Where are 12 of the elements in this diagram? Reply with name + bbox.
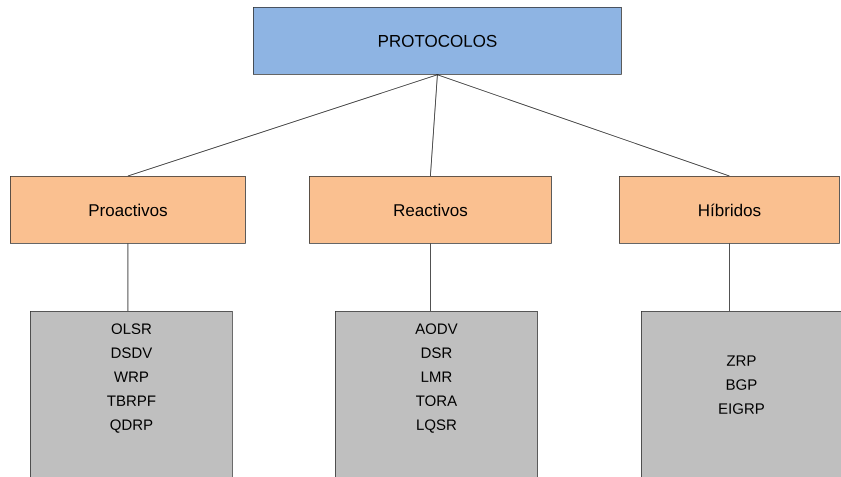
title-box: PROTOCOLOS: [253, 7, 622, 75]
connector-line: [430, 243, 431, 312]
category-box: Proactivos: [10, 176, 246, 244]
connector-line: [437, 74, 730, 176]
connector-line: [729, 243, 730, 312]
connector-line: [430, 74, 438, 176]
connector-line: [128, 74, 438, 176]
protocol-list-box: OLSR DSDV WRP TBRPF QDRP: [30, 311, 233, 477]
protocol-list-box: ZRP BGP EIGRP: [641, 311, 841, 477]
category-box: Reactivos: [309, 176, 552, 244]
protocol-list-box: AODV DSR LMR TORA LQSR: [335, 311, 538, 477]
category-box: Híbridos: [619, 176, 840, 244]
